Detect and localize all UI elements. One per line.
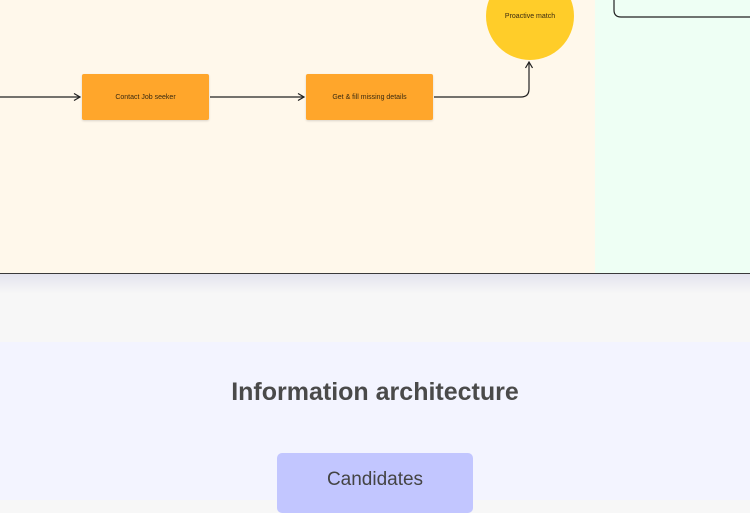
swimlane-green [595, 0, 750, 273]
flow-connectors [0, 0, 750, 273]
node-label: Contact Job seeker [115, 93, 176, 101]
node-label: Get & fill missing details [332, 93, 407, 101]
arrow-fill-to-match [434, 62, 529, 98]
flow-diagram: Contact Job seeker Get & fill missing de… [0, 0, 750, 274]
node-label: Proactive match [504, 12, 556, 20]
section-title: Information architecture [231, 378, 519, 406]
information-architecture-section: Information architecture Candidates [0, 342, 750, 513]
connector-match-to-lane [613, 0, 750, 18]
node-contact-job-seeker: Contact Job seeker [82, 74, 209, 120]
node-fill-missing-details: Get & fill missing details [306, 74, 433, 120]
section-divider-shadow [0, 274, 750, 294]
ia-node-candidates: Candidates [277, 453, 473, 513]
ia-node-label: Candidates [326, 469, 424, 490]
